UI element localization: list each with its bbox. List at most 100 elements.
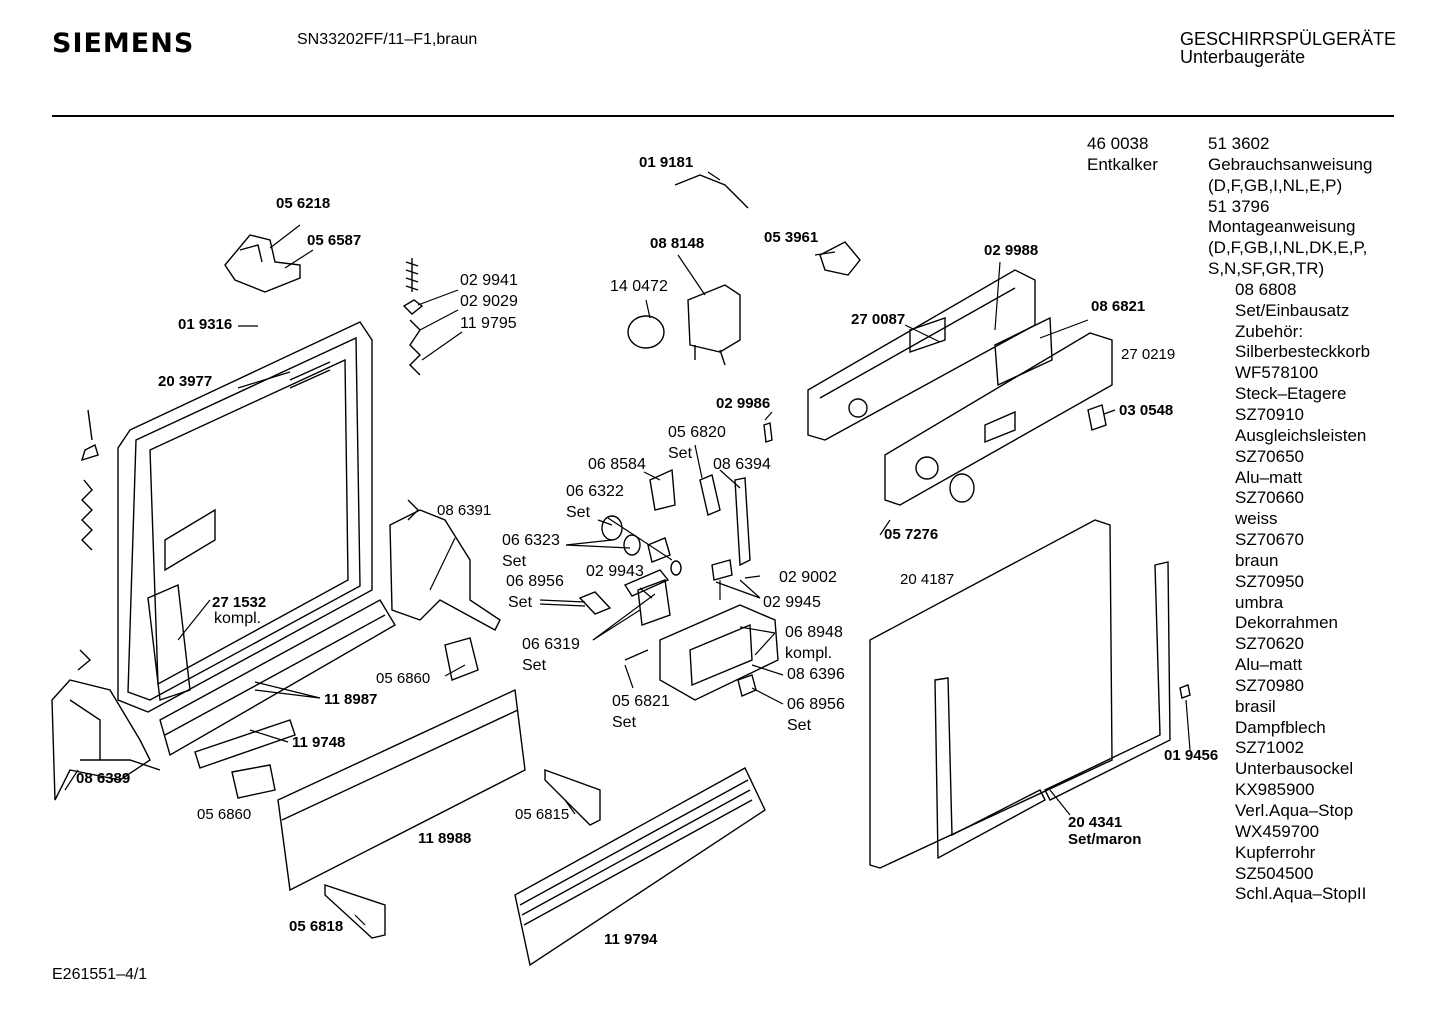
hinge-spring-left xyxy=(77,409,99,671)
part-label: 05 6820 xyxy=(668,424,726,441)
accessory-list-item: braun xyxy=(1235,550,1279,570)
part-label: 05 6815 xyxy=(515,806,570,823)
accessory-list-item: Ausgleichsleisten xyxy=(1235,425,1367,445)
leader-lines xyxy=(64,171,1191,926)
part-label: 01 9456 xyxy=(1164,747,1219,764)
accessory-list-item: brasil xyxy=(1235,696,1276,716)
accessory-list-item: Montageanweisung xyxy=(1208,217,1356,237)
bracket-05-6818 xyxy=(324,884,386,939)
accessory-list-item: S,N,SF,GR,TR) xyxy=(1208,259,1325,279)
part-label: 06 6322 xyxy=(566,483,624,500)
part-label: Set/maron xyxy=(1068,831,1142,848)
part-label: 06 6319 xyxy=(522,636,580,653)
part-label: 08 6396 xyxy=(787,666,845,683)
accessory-list-item: Dekorrahmen xyxy=(1235,613,1338,633)
part-label: Set xyxy=(508,594,533,611)
accessory-list-item: KX985900 xyxy=(1235,780,1315,800)
part-label: 08 6391 xyxy=(437,502,492,519)
part-label: 02 9945 xyxy=(763,594,821,611)
accessory-descaler: 46 0038 Entkalker xyxy=(1087,134,1158,176)
accessory-list-item: weiss xyxy=(1235,509,1278,529)
program-knob xyxy=(949,473,975,503)
seal-ring xyxy=(623,569,670,597)
plinth-panel xyxy=(514,767,766,967)
part-label: 08 6394 xyxy=(713,456,771,473)
part-label: Set xyxy=(566,504,591,521)
accessory-list-item: SZ70670 xyxy=(1235,530,1304,550)
sensor-cable xyxy=(674,174,749,209)
door-bottom-rail xyxy=(159,599,396,757)
part-label: 11 9794 xyxy=(604,931,658,948)
part-label: 05 6821 xyxy=(612,693,670,710)
part-label: 02 9943 xyxy=(586,563,644,580)
seal-strip xyxy=(194,719,296,769)
accessory-list-item: Silberbesteckkorb xyxy=(1235,342,1371,362)
fascia-panel xyxy=(884,332,1113,506)
clip-05-3961 xyxy=(819,241,861,276)
part-label: 20 4187 xyxy=(900,571,955,588)
part-label: 11 8987 xyxy=(324,691,378,708)
part-label: 02 9029 xyxy=(460,293,518,310)
accessory-list-item: Set/Einbausatz xyxy=(1235,300,1350,320)
part-label: Set xyxy=(787,717,812,734)
part-label: 27 0219 xyxy=(1121,346,1176,363)
bracket-05-6815 xyxy=(544,769,601,826)
lock-gasket xyxy=(637,579,671,626)
clip-03-0548 xyxy=(1087,404,1107,431)
category-title: GESCHIRRSPÜLGERÄTE Unterbaugeräte xyxy=(1180,30,1396,66)
control-panel xyxy=(807,269,1036,441)
door-inner-panel xyxy=(117,321,373,713)
top-bracket xyxy=(224,234,301,293)
part-label: 08 8148 xyxy=(650,235,705,252)
part-label: 06 8584 xyxy=(588,456,646,473)
part-label: kompl. xyxy=(785,645,833,662)
accessory-list-item: Gebrauchsanweisung xyxy=(1208,154,1373,174)
part-label: kompl. xyxy=(214,610,262,627)
spring-center xyxy=(402,258,424,521)
accessory-list-item: (D,F,GB,I,NL,E,P) xyxy=(1208,175,1343,195)
part-label: 02 9002 xyxy=(779,569,837,586)
accessory-list-item: WX459700 xyxy=(1235,821,1320,841)
part-label: 14 0472 xyxy=(610,278,668,295)
part-label: 11 9795 xyxy=(460,315,517,332)
part-label: 02 9986 xyxy=(716,395,771,412)
accessory-list-item: Alu–matt xyxy=(1235,467,1303,487)
accessory-list-item: Alu–matt xyxy=(1235,655,1303,675)
part-label: 02 9988 xyxy=(984,242,1039,259)
timer-knob xyxy=(627,315,665,349)
category-line-2: Unterbaugeräte xyxy=(1180,47,1306,67)
accessory-list-item: SZ70620 xyxy=(1235,634,1304,654)
part-label: 11 9748 xyxy=(292,734,346,751)
part-label: 05 6218 xyxy=(276,195,331,212)
descaler-number: 46 0038 xyxy=(1087,134,1149,153)
siemens-logo: SIEMENS xyxy=(52,28,195,59)
accessory-list-item: 08 6808 xyxy=(1235,279,1297,299)
accessory-list-item: SZ70660 xyxy=(1235,488,1304,508)
accessory-list-item: Zubehör: xyxy=(1235,321,1304,341)
accessory-list-item: SZ504500 xyxy=(1235,863,1314,883)
header-rule xyxy=(52,115,1394,117)
part-label: 05 7276 xyxy=(884,526,939,543)
foot-block-1 xyxy=(444,637,479,681)
accessory-list-item: SZ71002 xyxy=(1235,738,1304,758)
model-number: SN33202FF/11–F1,braun xyxy=(297,31,478,48)
accessory-list-item: umbra xyxy=(1235,592,1284,612)
part-label: 27 1532 xyxy=(212,594,267,611)
door-outer-panel xyxy=(869,519,1113,869)
timer-unit xyxy=(687,284,741,366)
door-lock-assembly xyxy=(659,604,779,701)
accessory-list-item: Unterbausockel xyxy=(1235,759,1354,779)
part-label: 01 9181 xyxy=(639,154,694,171)
part-label: Set xyxy=(522,657,547,674)
part-label: 20 4341 xyxy=(1068,814,1123,831)
part-label: 08 6821 xyxy=(1091,298,1146,315)
accessory-list-item: WF578100 xyxy=(1235,363,1319,383)
part-label: 05 3961 xyxy=(764,229,819,246)
front-panel-11-8988 xyxy=(277,688,526,892)
part-label: 02 9941 xyxy=(460,272,518,289)
part-label: 06 8956 xyxy=(787,696,845,713)
part-label: 08 6389 xyxy=(76,770,131,787)
drawing-code: E261551–4/1 xyxy=(52,966,148,983)
part-label: 05 6587 xyxy=(307,232,362,249)
